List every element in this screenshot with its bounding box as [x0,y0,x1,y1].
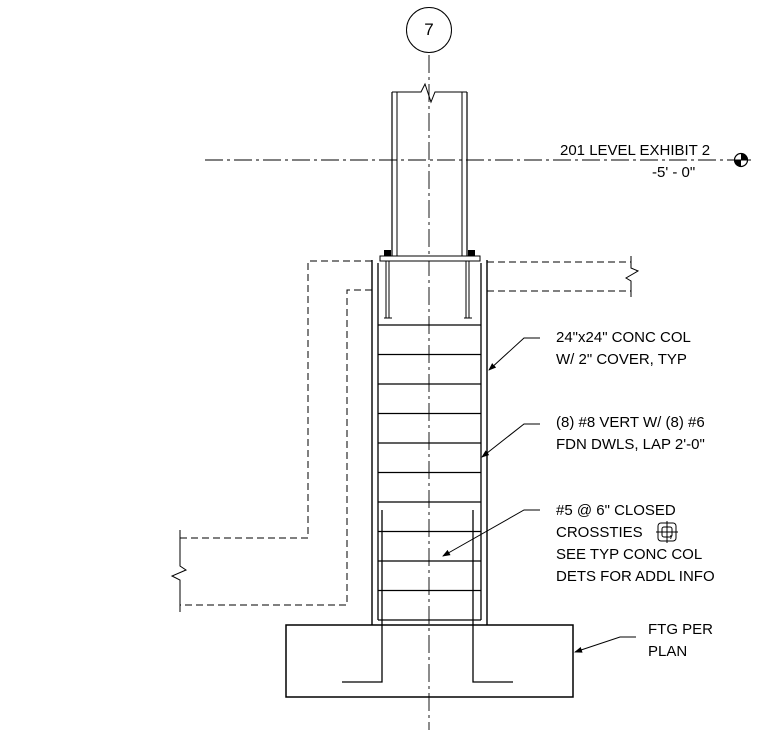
grid-bubble: 7 [406,7,452,53]
note-leaders [442,337,636,653]
concrete-column [371,260,488,625]
vertical-bars-note-line-1: (8) #8 VERT W/ (8) #6 [556,414,705,431]
ties-note-line-4: DETS FOR ADDL INFO [556,568,715,585]
ties-note-line-3: SEE TYP CONC COL [556,546,703,563]
column-note-line-2: W/ 2" COVER, TYP [556,351,687,368]
footing-note-line-2: PLAN [648,643,688,660]
ties-note-comma: , [668,524,673,541]
ties-note-line-2: CROSSTIES, [556,522,715,544]
leader-footing [574,636,636,653]
footing [285,624,574,698]
break-line-icon [170,530,188,612]
wall-outline-left [180,260,372,606]
crosstie-symbol-icon [656,521,678,543]
slab-outline-right [487,261,631,292]
vertical-bars-note: (8) #8 VERT W/ (8) #6 FDN DWLS, LAP 2'-0… [556,412,705,456]
foundation-dowels [342,510,513,683]
ties-note-line-1: #5 @ 6" CLOSED [556,502,676,519]
ties-note: #5 @ 6" CLOSED CROSSTIES, SEE TYP CONC C… [556,500,715,588]
leader-vertical-bars [481,423,540,458]
upper-column [391,82,468,256]
anchor-rods [384,261,472,319]
level-datum-icon [731,152,751,168]
break-line-icon [392,82,467,104]
footing-note-line-1: FTG PER [648,621,714,638]
leader-ties [442,509,540,557]
column-ties [378,324,481,621]
vertical-bars-note-line-2: FDN DWLS, LAP 2'-0" [556,436,705,453]
column-note: 24"x24" CONC COL W/ 2" COVER, TYP [556,327,691,371]
footing-note: FTG PER PLAN [648,619,713,663]
base-plate [379,250,481,262]
column-note-line-1: 24"x24" CONC COL [556,329,691,346]
leader-column [488,337,540,371]
ties-note-crossties: CROSSTIES [556,524,643,541]
level-elevation: -5' - 0" [652,164,696,181]
break-line-icon [625,256,640,297]
level-name: 201 LEVEL EXHIBIT 2 [560,142,711,159]
